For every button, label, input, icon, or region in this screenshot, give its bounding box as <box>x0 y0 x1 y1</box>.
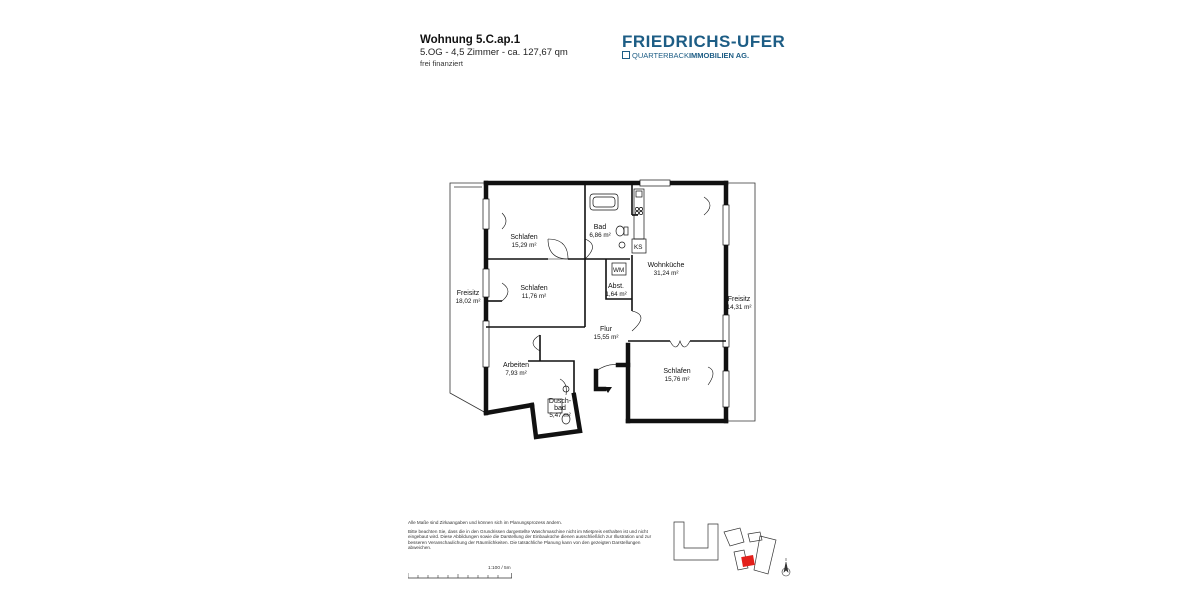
financing-label: frei finanziert <box>420 59 463 68</box>
fridge-box-icon <box>631 238 647 254</box>
room-name-bad: Bad <box>594 224 607 231</box>
room-area-arbeiten: 7,93 m² <box>505 370 526 377</box>
room-name-arbeiten: Arbeiten <box>503 362 529 369</box>
washbasin-icon <box>618 241 626 249</box>
room-name-abst: Abst. <box>608 283 624 290</box>
apartment-subtitle: 5.OG - 4,5 Zimmer - ca. 127,67 qm <box>420 47 568 58</box>
apartment-location-highlight <box>741 555 755 567</box>
room-name-freisitz-right: Freisitz <box>728 296 751 303</box>
north-arrow-icon <box>781 558 791 577</box>
room-area-schlafen-2: 11,76 m² <box>522 293 546 300</box>
entrance-arrow-icon <box>604 387 612 393</box>
room-area-abst: 1,64 m² <box>605 291 626 298</box>
interior-walls <box>486 183 726 395</box>
balcony-right-outline <box>726 182 756 422</box>
washing-machine-label: WM <box>613 267 624 274</box>
room-area-flur: 15,55 m² <box>594 334 619 341</box>
door-swings <box>501 196 714 396</box>
brand-sub-regular: QUARTERBACK <box>632 51 689 60</box>
washing-machine-icon <box>611 262 627 276</box>
exterior-walls <box>483 180 729 440</box>
listing-header: Wohnung 5.C.ap.1 5.OG - 4,5 Zimmer - ca.… <box>420 34 640 69</box>
quarterback-logo-icon <box>622 51 630 59</box>
balcony-left-outline <box>449 182 487 414</box>
brand-logo: FRIEDRICHS-UFER QUARTERBACKIMMOBILIEN AG… <box>622 33 792 61</box>
room-name-duschbad-2: bad <box>554 405 566 412</box>
scale-bar <box>408 573 512 579</box>
room-area-wohnkueche: 31,24 m² <box>654 270 679 277</box>
room-area-bad: 6,86 m² <box>589 232 610 239</box>
brand-subline: QUARTERBACKIMMOBILIEN AG. <box>622 51 792 61</box>
disclaimer-line-2: Bitte beachten Sie, dass die in den Grun… <box>408 528 652 551</box>
disclaimer-line-1: Alle Maße sind Zirkaangaben und können s… <box>408 520 562 525</box>
room-area-duschbad: 5,47 m² <box>549 412 570 419</box>
scale-bar-block: 1:100 / 5m <box>408 566 588 582</box>
room-name-duschbad-1: Dusch- <box>549 398 572 405</box>
brand-name: FRIEDRICHS-UFER <box>622 32 786 51</box>
room-area-schlafen-1: 15,29 m² <box>512 242 537 249</box>
disclaimer-notes: Alle Maße sind Zirkaangaben und können s… <box>408 520 663 554</box>
room-area-freisitz-right: 14,31 m² <box>727 304 752 311</box>
shower-icon <box>547 385 571 425</box>
toilet-icon <box>615 225 629 237</box>
room-name-schlafen-2: Schlafen <box>520 285 547 292</box>
bathtub-icon <box>589 193 619 211</box>
room-area-freisitz-left: 18,02 m² <box>456 298 481 305</box>
kitchen-counter-icon <box>633 188 645 240</box>
room-name-wohnkueche: Wohnküche <box>648 262 685 269</box>
room-name-schlafen-1: Schlafen <box>510 234 537 241</box>
fridge-label: KS <box>634 244 642 251</box>
apartment-title: Wohnung 5.C.ap.1 <box>420 34 521 46</box>
brand-sub-bold: IMMOBILIEN AG. <box>688 51 750 60</box>
room-name-flur: Flur <box>600 326 613 333</box>
windows <box>482 179 730 408</box>
room-area-schlafen-3: 15,76 m² <box>665 376 690 383</box>
room-name-freisitz-left: Freisitz <box>457 290 480 297</box>
scale-label: 1:100 / 5m <box>488 566 511 571</box>
floor-plan: KS WM Schlafen 15,29 m² Bad 6,86 m² Wohn… <box>449 179 756 440</box>
site-plan-mini <box>673 521 791 577</box>
room-name-schlafen-3: Schlafen <box>663 368 690 375</box>
